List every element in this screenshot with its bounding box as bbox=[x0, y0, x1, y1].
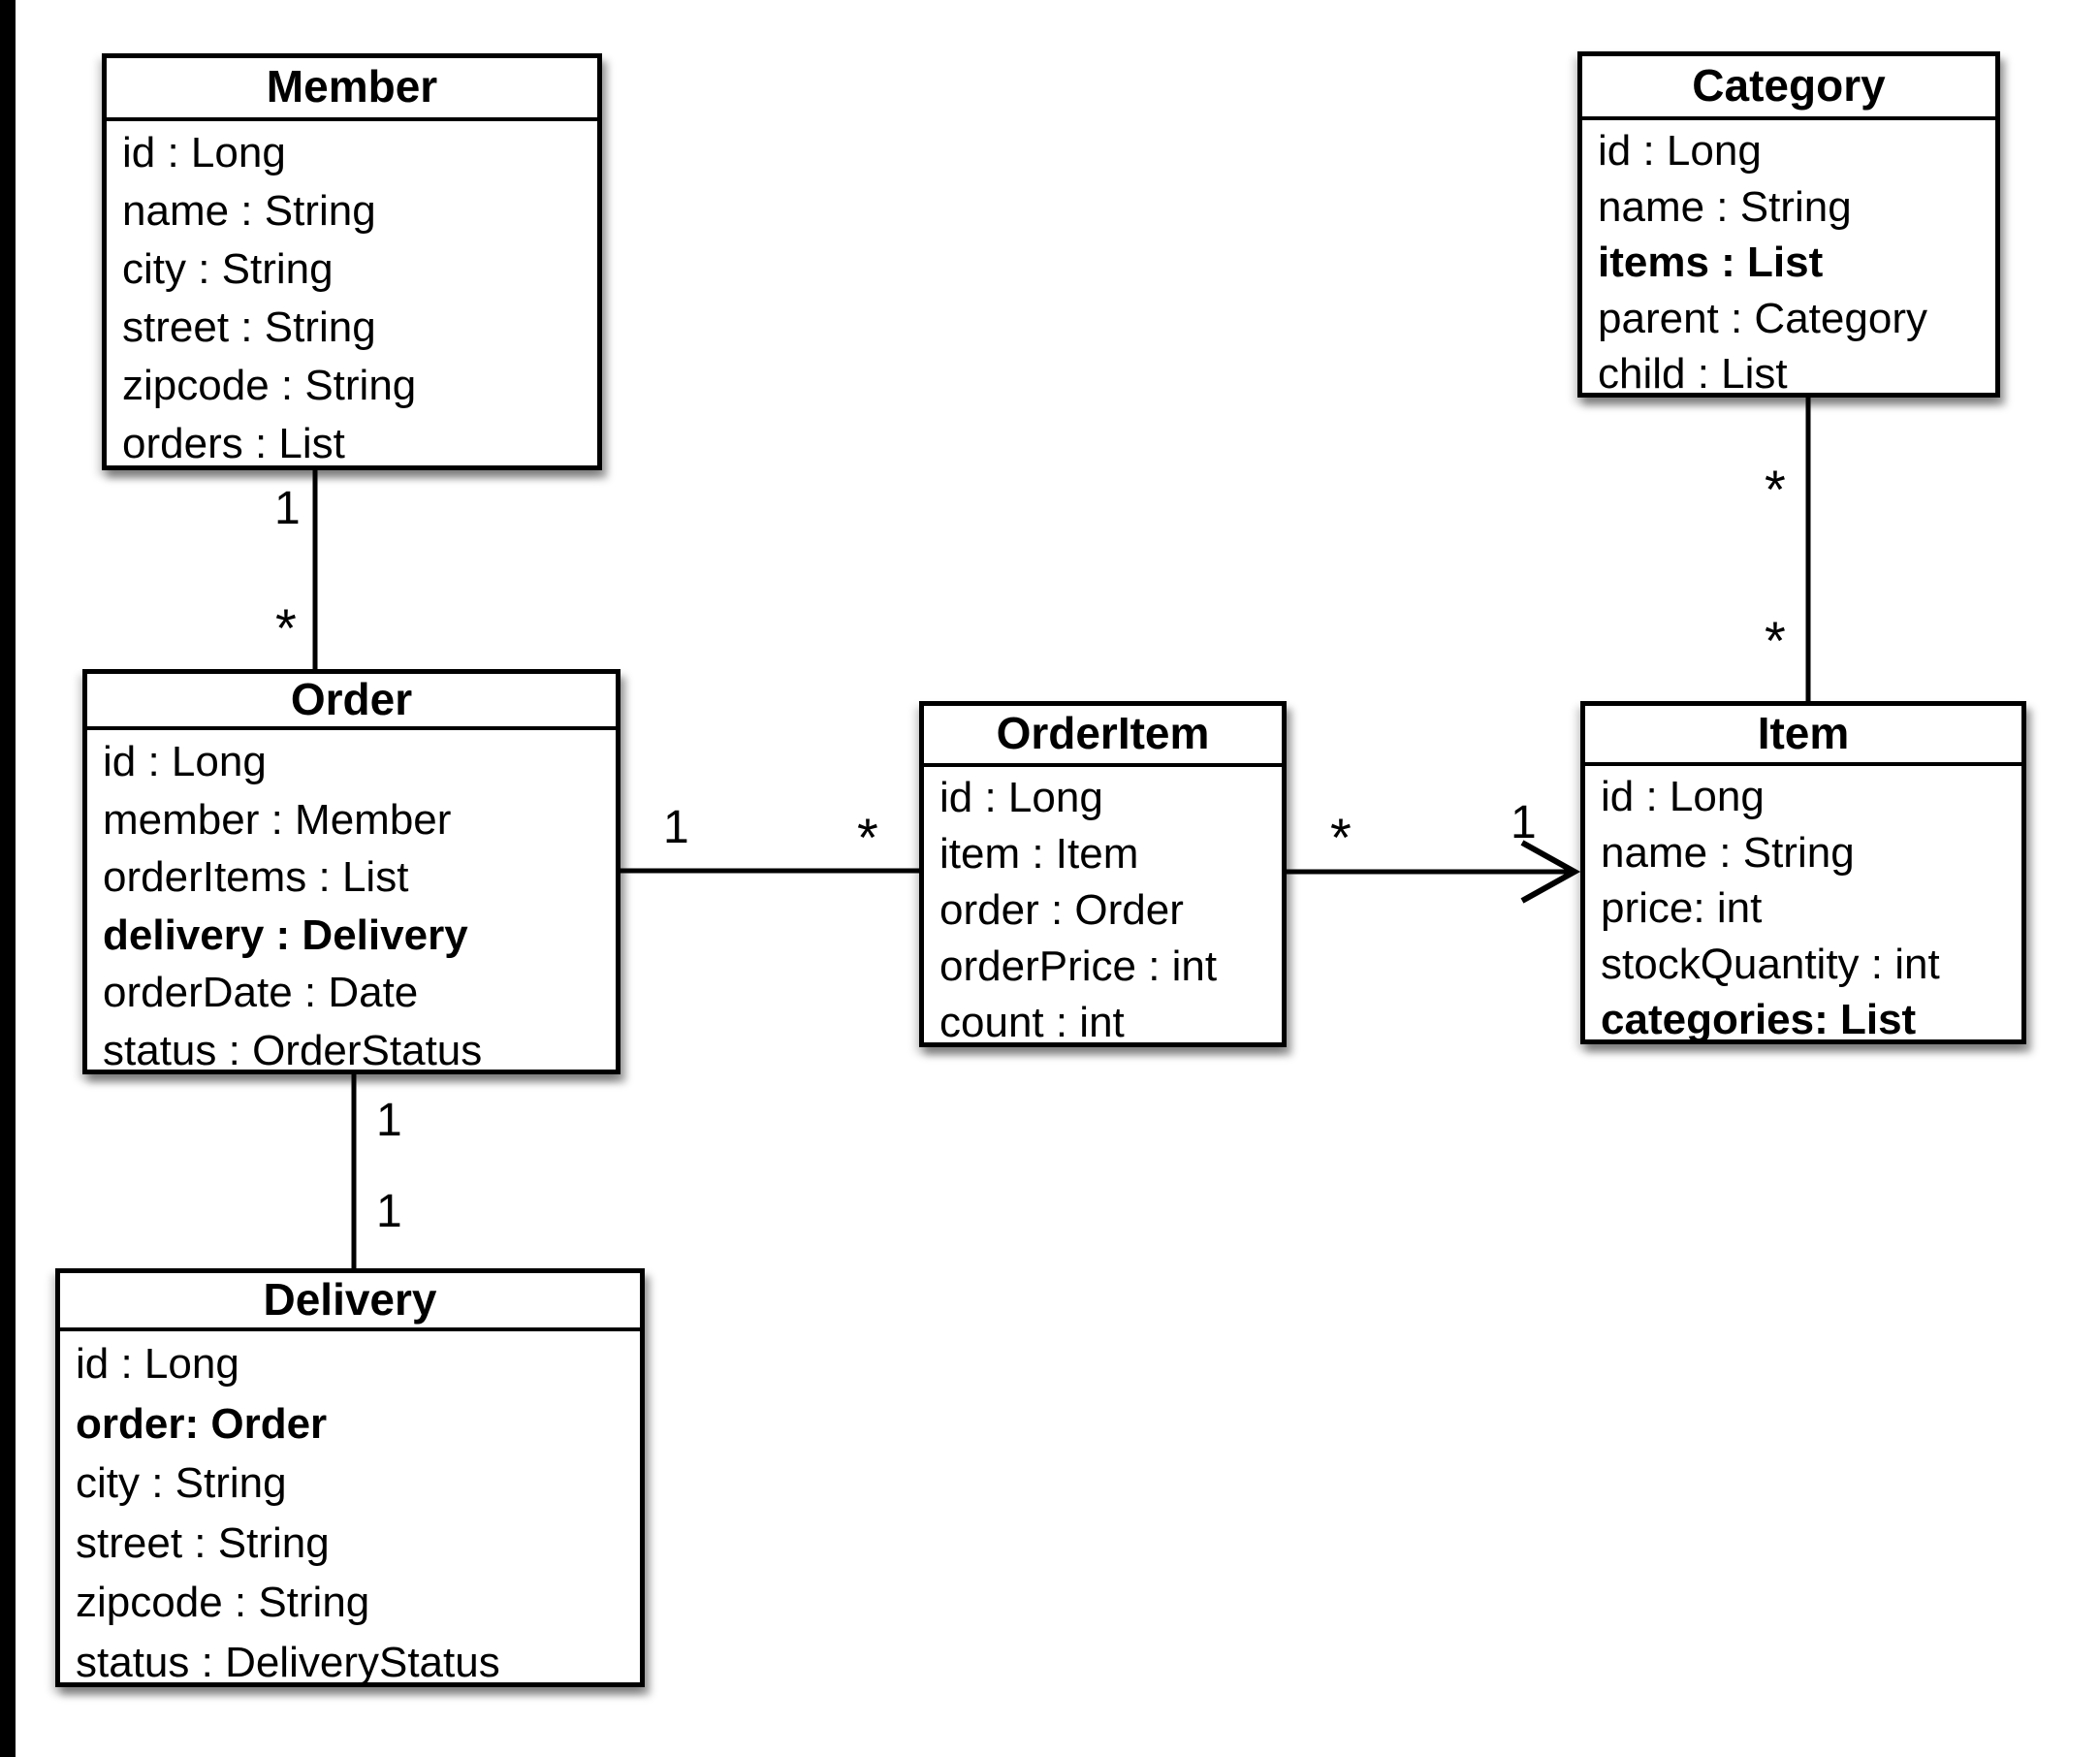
attr-order-delivery: delivery : Delivery bbox=[103, 910, 468, 959]
attr-item-price: price: int bbox=[1601, 884, 1763, 932]
class-member-attrs: id : Long name : String city : String st… bbox=[107, 121, 597, 473]
class-member: Member id : Long name : String city : St… bbox=[102, 53, 602, 470]
attr-member-name: name : String bbox=[122, 187, 376, 235]
arrowhead-to-item bbox=[1520, 840, 1581, 904]
class-member-title: Member bbox=[107, 58, 597, 121]
attr-orderitem-count: count : int bbox=[939, 999, 1125, 1046]
attr-item-name: name : String bbox=[1601, 828, 1855, 877]
class-order-title: Order bbox=[87, 674, 616, 730]
class-category-title: Category bbox=[1582, 56, 1995, 120]
mult-order-orderitem-near-order: 1 bbox=[663, 802, 689, 853]
attr-orderitem-item: item : Item bbox=[939, 830, 1139, 878]
class-orderitem-title: OrderItem bbox=[924, 706, 1282, 767]
left-edge-bar bbox=[0, 0, 16, 1757]
attr-order-orderitems: orderItems : List bbox=[103, 853, 409, 901]
class-order: Order id : Long member : Member orderIte… bbox=[82, 669, 620, 1074]
class-delivery-title: Delivery bbox=[60, 1273, 640, 1331]
attr-item-stockquantity: stockQuantity : int bbox=[1601, 940, 1940, 988]
attr-member-city: city : String bbox=[122, 245, 334, 293]
class-delivery: Delivery id : Long order: Order city : S… bbox=[55, 1268, 645, 1687]
attr-delivery-order: order: Order bbox=[76, 1399, 328, 1448]
mult-order-delivery-near-delivery: 1 bbox=[376, 1186, 402, 1237]
attr-category-parent: parent : Category bbox=[1598, 294, 1927, 342]
mult-member-order-near-order: * bbox=[275, 597, 297, 658]
mult-orderitem-item-near-orderitem: * bbox=[1330, 807, 1352, 868]
attr-delivery-street: street : String bbox=[76, 1518, 330, 1567]
mult-orderitem-item-near-item: 1 bbox=[1511, 797, 1537, 848]
attr-category-child: child : List bbox=[1598, 350, 1788, 398]
attr-delivery-id: id : Long bbox=[76, 1340, 239, 1388]
attr-order-id: id : Long bbox=[103, 738, 267, 785]
class-category: Category id : Long name : String items :… bbox=[1577, 51, 2000, 398]
attr-member-id: id : Long bbox=[122, 129, 286, 176]
mult-order-delivery-near-order: 1 bbox=[376, 1095, 402, 1146]
attr-item-id: id : Long bbox=[1601, 773, 1765, 820]
attr-orderitem-id: id : Long bbox=[939, 774, 1103, 821]
attr-orderitem-orderprice: orderPrice : int bbox=[939, 942, 1218, 990]
class-delivery-attrs: id : Long order: Order city : String str… bbox=[60, 1331, 640, 1692]
attr-member-street: street : String bbox=[122, 303, 376, 351]
mult-order-orderitem-near-orderitem: * bbox=[857, 807, 878, 868]
attr-delivery-status: status : DeliveryStatus bbox=[76, 1638, 500, 1686]
attr-category-items: items : List bbox=[1598, 239, 1824, 286]
mult-category-item-near-category: * bbox=[1765, 459, 1786, 520]
attr-member-orders: orders : List bbox=[122, 420, 345, 467]
class-item-attrs: id : Long name : String price: int stock… bbox=[1585, 766, 2021, 1048]
class-orderitem-attrs: id : Long item : Item order : Order orde… bbox=[924, 767, 1282, 1051]
class-orderitem: OrderItem id : Long item : Item order : … bbox=[919, 701, 1287, 1047]
attr-delivery-city: city : String bbox=[76, 1459, 287, 1507]
attr-order-member: member : Member bbox=[103, 795, 452, 844]
class-item: Item id : Long name : String price: int … bbox=[1580, 701, 2026, 1044]
attr-member-zipcode: zipcode : String bbox=[122, 362, 417, 409]
attr-delivery-zipcode: zipcode : String bbox=[76, 1579, 370, 1626]
attr-item-categories: categories: List bbox=[1601, 996, 1917, 1043]
mult-member-order-near-member: 1 bbox=[274, 483, 301, 534]
attr-category-id: id : Long bbox=[1598, 127, 1762, 175]
attr-order-orderdate: orderDate : Date bbox=[103, 969, 419, 1016]
attr-orderitem-order: order : Order bbox=[939, 886, 1184, 934]
class-category-attrs: id : Long name : String items : List par… bbox=[1582, 120, 1995, 402]
mult-category-item-near-item: * bbox=[1765, 610, 1786, 671]
class-item-title: Item bbox=[1585, 706, 2021, 766]
class-order-attrs: id : Long member : Member orderItems : L… bbox=[87, 730, 616, 1079]
attr-order-status: status : OrderStatus bbox=[103, 1026, 483, 1074]
attr-category-name: name : String bbox=[1598, 182, 1852, 231]
